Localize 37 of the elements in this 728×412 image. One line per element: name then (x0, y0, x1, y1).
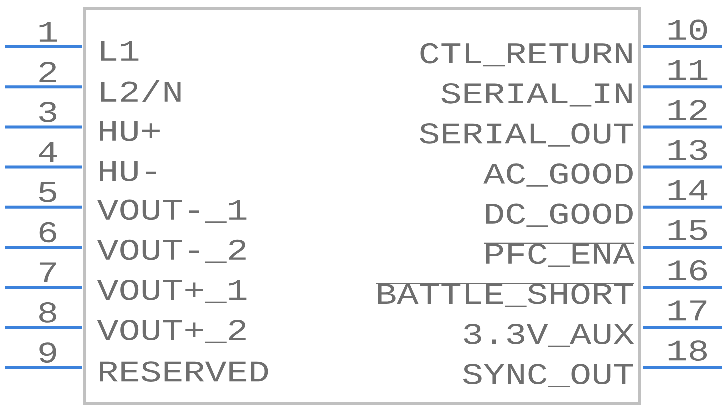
pin-number: 13 (668, 140, 708, 160)
pin-number: 16 (668, 260, 708, 281)
pin-name: VOUT+_2 (97, 320, 246, 344)
pin-number: 5 (39, 182, 57, 202)
pin-name: VOUT-_2 (97, 240, 246, 264)
pin-number: 1 (40, 22, 58, 42)
pin-name: CTL_RETURN (420, 43, 632, 67)
pin-number: 4 (39, 142, 57, 162)
pin-number: 17 (668, 300, 707, 321)
pin-name: SYNC_OUT (463, 364, 634, 388)
pin-name: VOUT-_1 (97, 200, 247, 224)
pin-name: PFC_ENA (484, 242, 635, 268)
pin-name: RESERVED (100, 362, 268, 382)
pin-name: DC_GOOD (486, 204, 633, 228)
pin-number: 12 (668, 100, 707, 120)
pin-name: SERIAL_OUT (420, 124, 634, 147)
pin-name: HU+ (100, 121, 160, 142)
pin-number: 8 (40, 302, 56, 323)
component-body (84, 8, 642, 406)
pin-name: L2/N (101, 80, 181, 102)
pin-number: 10 (668, 20, 708, 40)
pin-number: 2 (40, 62, 56, 82)
pin-name: HU- (100, 161, 156, 182)
pin-name: BATTLE_SHORT (376, 283, 634, 308)
pin-name: SERIAL_IN (442, 83, 632, 107)
pin-number: 11 (668, 60, 708, 80)
pin-name: VOUT+_1 (97, 280, 247, 304)
pin-name: AC_GOOD (484, 164, 633, 187)
pin-number: 14 (668, 180, 708, 200)
pin-name: L1 (101, 41, 139, 61)
pin-name: 3.3V_AUX (464, 324, 634, 348)
pin-number: 6 (40, 222, 56, 243)
pin-number: 3 (39, 102, 57, 122)
pin-number: 18 (668, 340, 708, 361)
pin-number: 7 (40, 262, 56, 282)
pin-number: 15 (668, 220, 708, 241)
pin-number: 9 (40, 342, 56, 363)
